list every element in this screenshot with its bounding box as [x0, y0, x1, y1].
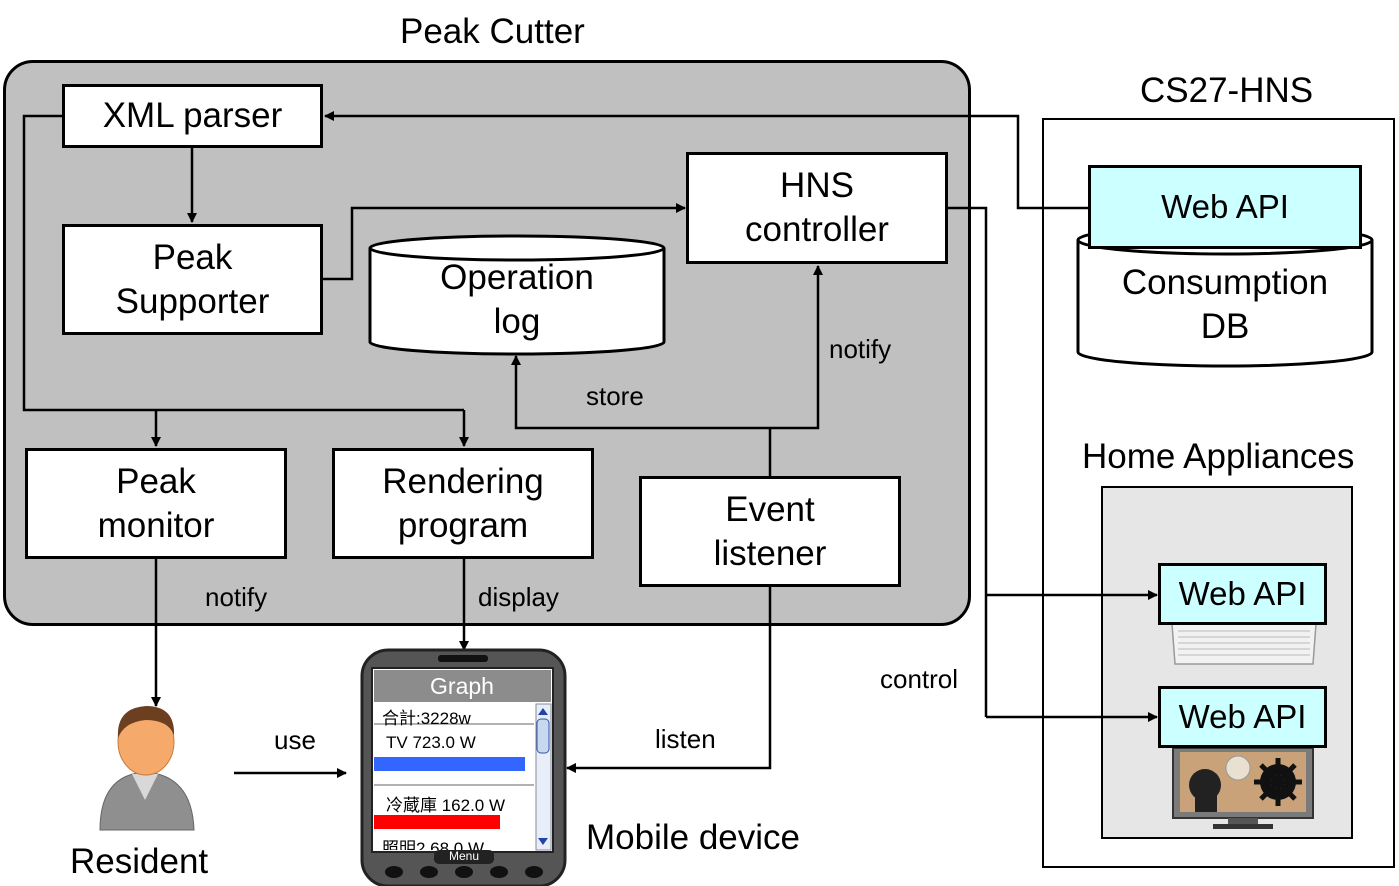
operation-log-line2: log [493, 302, 541, 341]
web-api-db-label: Web API [1161, 188, 1289, 225]
peak-monitor-box: Peak monitor [25, 448, 287, 559]
event-listener-line1: Event [725, 489, 815, 529]
display-label: display [478, 582, 559, 612]
peak-supporter-box: Peak Supporter [62, 224, 323, 335]
phone-graph-title: Graph [430, 672, 494, 699]
peak-monitor-line2: monitor [97, 505, 215, 545]
phone-menu-button[interactable]: Menu [448, 849, 480, 863]
arrow-webapi-to-parser [324, 111, 1088, 210]
store-label: store [586, 381, 644, 411]
notify-resident-label: notify [205, 582, 268, 612]
consumption-db-label: Consumption DB [1078, 260, 1372, 350]
peak-monitor-line1: Peak [116, 461, 196, 501]
web-api-tv-box: Web API [1158, 686, 1327, 748]
consumption-db-line1: Consumption [1121, 263, 1329, 302]
phone-total-text: 合計:3228w [382, 709, 471, 728]
arrow-listen [566, 587, 772, 773]
operation-log-line1: Operation [440, 258, 594, 297]
line-parser-branch [22, 114, 464, 412]
listen-label: listen [655, 724, 716, 754]
consumption-db-line2: DB [1200, 307, 1250, 346]
arrow-store [511, 355, 770, 430]
event-listener-line2: listener [713, 533, 827, 573]
web-api-aircon-box: Web API [1158, 563, 1327, 625]
line-controller-control [948, 206, 988, 717]
phone-item-fridge: 冷蔵庫 162.0 W [386, 796, 506, 815]
operation-log-cylinder [368, 234, 666, 356]
hns-controller-line2: controller [745, 210, 889, 249]
xml-parser-box: XML parser [62, 84, 323, 148]
rendering-program-box: Rendering program [332, 448, 594, 559]
mobile-device-body [360, 648, 567, 886]
arrow-notify-controller [770, 265, 823, 430]
hns-title: CS27-HNS [1140, 71, 1314, 110]
air-conditioner-icon [1171, 623, 1317, 665]
rendering-program-line1: Rendering [382, 461, 544, 501]
web-api-tv-label: Web API [1178, 698, 1307, 735]
event-listener-box: Event listener [639, 476, 901, 587]
notify-controller-label: notify [829, 334, 892, 364]
mobile-device-label: Mobile device [586, 818, 800, 857]
rendering-program-line2: program [397, 505, 529, 545]
resident-icon [99, 706, 195, 831]
peak-cutter-title: Peak Cutter [400, 12, 585, 51]
hns-controller-line1: HNS [780, 166, 854, 205]
hns-controller-box: HNS controller [686, 152, 948, 264]
phone-item-light: 照明2 68.0 W [382, 839, 485, 850]
home-appliances-title: Home Appliances [1082, 437, 1355, 476]
peak-supporter-line1: Peak [152, 237, 233, 277]
control-label: control [880, 664, 959, 694]
tv-icon [1172, 747, 1314, 829]
peak-supporter-line2: Supporter [115, 281, 270, 321]
resident-label: Resident [70, 842, 209, 881]
operation-log-label: Operation log [370, 255, 664, 345]
use-label: use [274, 725, 316, 755]
xml-parser-label: XML parser [102, 96, 283, 135]
arrow-supporter-to-controller [323, 203, 686, 281]
web-api-db-box: Web API [1088, 165, 1362, 249]
phone-item-tv: TV 723.0 W [386, 733, 476, 752]
web-api-aircon-label: Web API [1178, 575, 1307, 612]
